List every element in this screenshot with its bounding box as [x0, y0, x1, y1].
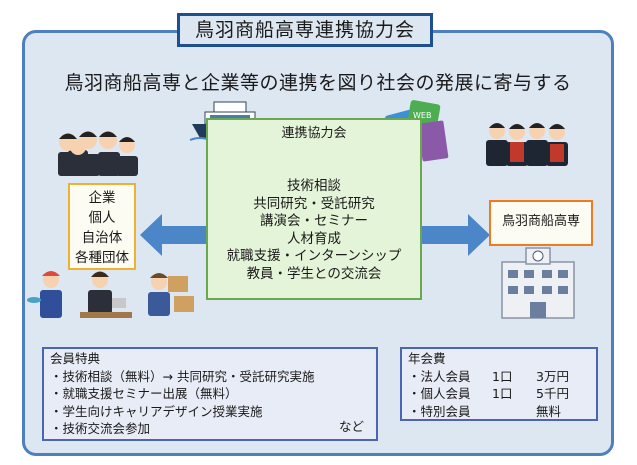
students-icon	[486, 123, 568, 166]
arrow-left-icon	[140, 214, 210, 256]
service-item: 人材育成	[287, 230, 341, 247]
partner-item: 個人	[88, 210, 116, 226]
annual-fee-box: 年会費 ・法人会員 1口 3万円 ・個人会員 1口 5千円 ・特別会員 無料	[400, 347, 598, 421]
page-title: 鳥羽商船高専連携協力会	[177, 13, 433, 47]
cooperation-council-box: 連携協力会 技術相談 共同研究・受託研究 講演会・セミナー 人材育成 就職支援・…	[206, 118, 422, 300]
fee-row: ・法人会員 1口 3万円	[408, 368, 590, 386]
member-benefits-box: 会員特典 ・技術相談（無料）→ 共同研究・受託研究実施 ・就職支援セミナー出展（…	[42, 347, 378, 441]
mission-statement: 鳥羽商船高専と企業等の連携を図り社会の発展に寄与する	[64, 72, 572, 94]
fee-row: ・特別会員 無料	[408, 403, 590, 421]
benefits-title: 会員特典	[50, 351, 101, 366]
fee-amount: 5千円	[536, 386, 569, 401]
benefit-item: ・学生向けキャリアデザイン授業実施	[50, 403, 263, 419]
arrow-right-icon	[420, 214, 490, 256]
fees-title: 年会費	[408, 351, 446, 366]
partner-item: 自治体	[81, 230, 123, 246]
fee-unit: 1口	[492, 386, 513, 401]
benefit-item: ・技術交流会参加	[50, 421, 151, 436]
council-label: 連携協力会	[281, 126, 347, 141]
college-box: 鳥羽商船高専	[489, 200, 593, 246]
fee-type: ・特別会員	[408, 403, 471, 419]
service-item: 講演会・セミナー	[260, 213, 368, 229]
school-building-icon	[501, 247, 575, 319]
web-badge: WEB	[413, 111, 431, 120]
service-item: 教員・学生との交流会	[246, 265, 382, 282]
benefit-item: ・就職支援セミナー出展（無料）	[50, 386, 238, 401]
service-item: 共同研究・受託研究	[253, 195, 375, 212]
business-people-icon	[58, 131, 138, 176]
partners-box: 企業 個人 自治体 各種団体	[68, 183, 136, 270]
fee-type: ・個人会員	[408, 386, 471, 401]
partner-item: 企業	[88, 190, 116, 206]
fee-unit: 1口	[492, 368, 513, 384]
partner-item: 各種団体	[75, 250, 129, 266]
benefits-etc: など	[338, 419, 364, 434]
local-workers-icon	[27, 271, 194, 318]
fee-type: ・法人会員	[408, 368, 471, 384]
fee-amount: 3万円	[536, 368, 569, 384]
services-list: 技術相談 共同研究・受託研究 講演会・セミナー 人材育成 就職支援・インターンシ…	[208, 178, 420, 283]
fee-row: ・個人会員 1口 5千円	[408, 385, 590, 403]
benefit-item: ・技術相談（無料）→ 共同研究・受託研究実施	[50, 368, 315, 384]
fee-amount: 無料	[536, 403, 562, 419]
service-item: 技術相談	[287, 178, 341, 194]
service-item: 就職支援・インターンシップ	[226, 248, 402, 264]
